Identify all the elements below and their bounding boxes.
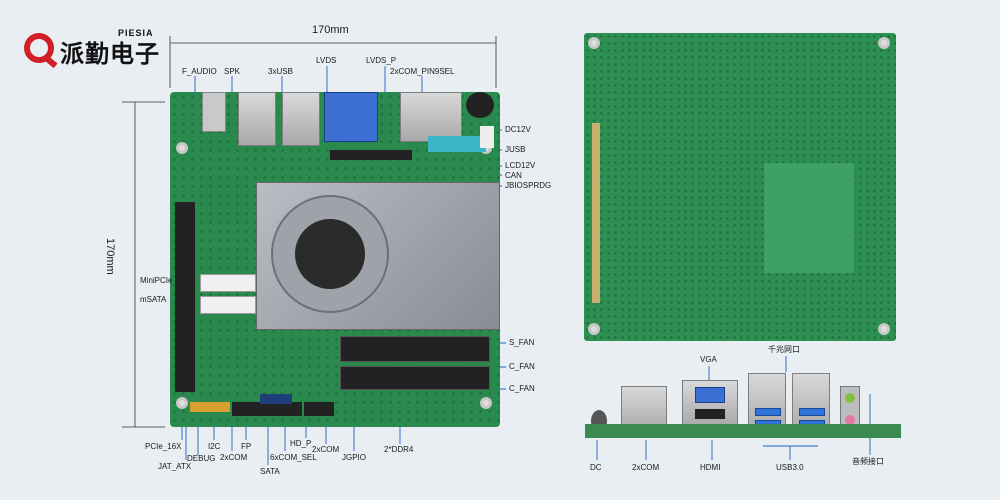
msata-slot bbox=[200, 296, 256, 314]
label-jbiosprdg: JBIOSPRDG bbox=[505, 181, 552, 190]
label-lvds-p: LVDS_P bbox=[366, 56, 397, 65]
ddr4-slot bbox=[340, 336, 490, 362]
label-pcie-16x: PCIe_16X bbox=[145, 442, 182, 451]
label-msata: mSATA bbox=[140, 295, 167, 304]
mic-jack bbox=[845, 415, 855, 425]
sata-connector bbox=[260, 394, 292, 404]
header-pins bbox=[304, 402, 334, 416]
audio-jacks bbox=[840, 386, 860, 432]
mount-hole bbox=[878, 37, 890, 49]
logo-mark bbox=[24, 33, 54, 63]
label-jusb: JUSB bbox=[505, 145, 526, 154]
label-hd-p: HD_P bbox=[290, 439, 312, 448]
line-out-jack bbox=[845, 393, 855, 403]
usb3-port bbox=[755, 408, 781, 416]
lan-usb-stack bbox=[792, 373, 830, 433]
jusb-header bbox=[428, 136, 486, 152]
label-2xcom-pin9sel: 2xCOM_PIN9SEL bbox=[390, 67, 455, 76]
vga-connector bbox=[324, 92, 378, 142]
mount-hole bbox=[588, 323, 600, 335]
motherboard-front bbox=[170, 92, 500, 427]
label-jgpio: JGPIO bbox=[342, 453, 367, 462]
label-vga: VGA bbox=[700, 355, 717, 364]
label-i2c: I2C bbox=[208, 442, 221, 451]
label-lcd12v: LCD12V bbox=[505, 161, 536, 170]
logo-chinese: 派勤电子 bbox=[60, 41, 160, 68]
minipcie-slot bbox=[200, 274, 256, 292]
dc-jack bbox=[466, 92, 494, 118]
width-dimension: 170mm bbox=[312, 24, 349, 36]
hdmi-port bbox=[695, 409, 725, 419]
height-dimension: 170mm bbox=[104, 238, 116, 275]
fan-rotor bbox=[295, 219, 365, 289]
pcie-footprint bbox=[592, 123, 600, 303]
label-3xusb: 3xUSB bbox=[268, 67, 293, 76]
label-s-fan: S_FAN bbox=[509, 338, 535, 347]
label-2xcom: 2xCOM bbox=[220, 453, 248, 462]
label-debug: DEBUG bbox=[187, 454, 216, 463]
mount-hole bbox=[176, 397, 188, 409]
label-c-fan: C_FAN bbox=[509, 384, 535, 393]
cpu-heatsink bbox=[256, 182, 500, 330]
audio-jack bbox=[202, 92, 226, 132]
mount-hole bbox=[588, 37, 600, 49]
header-pins bbox=[190, 402, 230, 412]
label-6xcom-sel: 6xCOM_SEL bbox=[270, 453, 317, 462]
motherboard-back bbox=[584, 33, 896, 341]
dc12v-connector bbox=[480, 126, 494, 148]
label-dc: DC bbox=[590, 463, 602, 472]
usb3-port bbox=[799, 408, 825, 416]
com-connector bbox=[400, 92, 462, 142]
label-jat-atx: JAT_ATX bbox=[158, 462, 192, 471]
label-dc12v: DC12V bbox=[505, 125, 531, 134]
label-gigabit-lan: 千兆网口 bbox=[768, 345, 800, 354]
label-usb3: USB3.0 bbox=[776, 463, 804, 472]
header-pins bbox=[232, 402, 302, 416]
label-c-fan: C_FAN bbox=[509, 362, 535, 371]
vga-hdmi-port bbox=[682, 380, 738, 426]
usb-lan-stack bbox=[238, 92, 276, 146]
lvds-header bbox=[330, 150, 412, 160]
ddr4-slot bbox=[340, 366, 490, 390]
logo-english: PIESIA bbox=[118, 28, 154, 38]
pcb-edge-strip bbox=[585, 424, 901, 438]
vga-port bbox=[695, 387, 725, 403]
cpu-footprint bbox=[764, 163, 854, 273]
fan-housing bbox=[271, 195, 389, 313]
label-minipcie: MiniPCIe bbox=[140, 276, 173, 285]
mount-hole bbox=[480, 397, 492, 409]
label-hdmi: HDMI bbox=[700, 463, 721, 472]
mount-hole bbox=[878, 323, 890, 335]
pcie-x16-slot bbox=[175, 202, 195, 392]
label-f-audio: F_AUDIO bbox=[182, 67, 217, 76]
label-can: CAN bbox=[505, 171, 522, 180]
label-2xcom-io: 2xCOM bbox=[632, 463, 660, 472]
usb-lan-stack bbox=[282, 92, 320, 146]
label-spk: SPK bbox=[224, 67, 241, 76]
label-2-ddr4: 2*DDR4 bbox=[384, 445, 414, 454]
label-lvds: LVDS bbox=[316, 56, 337, 65]
label-2xcom-b: 2xCOM bbox=[312, 445, 340, 454]
label-sata: SATA bbox=[260, 467, 280, 476]
label-audio-interface: 音频接口 bbox=[852, 457, 884, 466]
label-fp: FP bbox=[241, 442, 252, 451]
mount-hole bbox=[176, 142, 188, 154]
